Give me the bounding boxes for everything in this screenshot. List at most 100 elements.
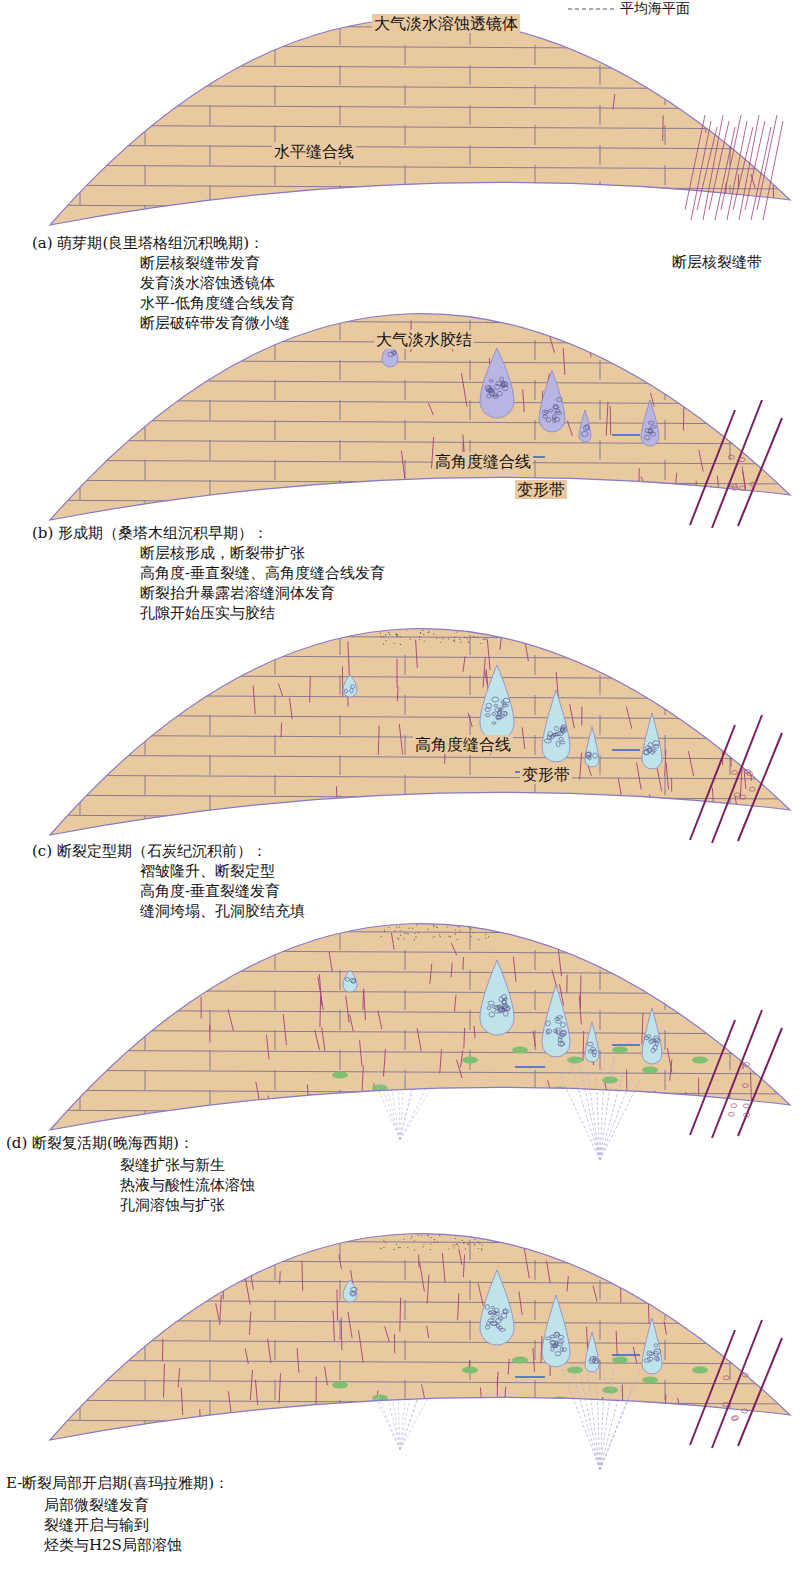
drawing-part — [600, 65, 601, 85]
cave — [480, 665, 514, 740]
hydrothermal-path — [370, 1385, 400, 1450]
drawing-part — [600, 520, 601, 540]
drawing-part — [340, 400, 341, 420]
drawing-part — [665, 655, 666, 675]
fault-core-fracture — [745, 121, 765, 210]
sand — [422, 627, 423, 628]
drawing-part — [0, 1420, 800, 1424]
fault-core-fracture — [691, 121, 711, 220]
sand — [429, 631, 430, 632]
sand — [404, 933, 405, 934]
fracture — [724, 985, 725, 1006]
clast — [588, 755, 591, 760]
drawing-part — [405, 1340, 406, 1360]
drawing-part — [535, 990, 536, 1010]
sand — [452, 1245, 453, 1246]
clast — [654, 1344, 657, 1348]
drawing-part — [730, 65, 731, 85]
drawing-part — [80, 1360, 81, 1380]
drawing-part — [665, 460, 666, 480]
fracture — [360, 1040, 362, 1066]
fracture — [657, 768, 662, 791]
clast — [550, 1335, 556, 1338]
drawing-part — [730, 320, 731, 340]
sand — [389, 628, 390, 629]
clast — [499, 1328, 506, 1331]
stage-note: 裂缝扩张与新生 — [120, 1156, 225, 1174]
sand — [419, 639, 420, 640]
drawing-part — [795, 340, 796, 360]
lens-outline — [50, 19, 790, 225]
sand — [428, 929, 429, 930]
fracture — [593, 1286, 597, 1302]
fracture — [788, 392, 792, 419]
sand — [464, 923, 465, 924]
drawing-part — [0, 921, 800, 1150]
drawing-part — [80, 1400, 81, 1420]
clast — [593, 753, 598, 758]
clast — [496, 1324, 499, 1328]
drawing-part — [535, 45, 536, 65]
drawing-part — [535, 85, 536, 105]
fracture — [606, 402, 608, 436]
sand — [467, 1243, 468, 1244]
fracture — [768, 947, 770, 977]
drawing-part — [600, 1240, 601, 1260]
drawing-part — [730, 225, 731, 245]
breccia — [731, 1104, 737, 1108]
sand — [481, 627, 482, 628]
sand — [415, 936, 416, 937]
clast — [656, 1357, 659, 1361]
cave — [480, 960, 514, 1035]
drawing-part — [80, 65, 81, 85]
fracture — [301, 1261, 303, 1291]
drawing-part — [535, 655, 536, 675]
sand — [485, 638, 486, 639]
fault-core-fracture — [763, 121, 783, 220]
fracture — [427, 1326, 429, 1338]
drawing-part — [405, 205, 406, 225]
drawing-part — [0, 1070, 800, 1074]
lens-fill — [50, 629, 790, 835]
drawing-part — [210, 480, 211, 500]
drawing-part — [470, 145, 471, 165]
sand — [396, 636, 397, 637]
fracture — [336, 786, 337, 802]
drawing-part — [145, 1420, 146, 1440]
drawing-part — [145, 1030, 146, 1050]
fracture — [710, 704, 715, 724]
hydrothermal-path — [400, 1087, 412, 1140]
drawing-part — [730, 675, 731, 695]
fracture — [474, 1026, 475, 1038]
sand — [396, 635, 397, 636]
sand — [434, 1241, 435, 1242]
lens-fill — [50, 1234, 790, 1440]
clast — [547, 735, 551, 740]
fracture — [478, 1283, 483, 1305]
mineral-patch — [612, 1357, 628, 1364]
fracture — [773, 179, 774, 199]
drawing-part — [730, 715, 731, 735]
fracture — [457, 485, 460, 509]
clast — [498, 1008, 504, 1013]
fracture — [581, 707, 582, 726]
fault-line — [738, 1338, 782, 1446]
cave — [343, 1280, 357, 1302]
fracture — [480, 1387, 483, 1419]
clast — [581, 431, 588, 436]
clast — [553, 418, 556, 423]
mineral-patch — [602, 1077, 618, 1084]
sand — [467, 1242, 468, 1243]
breccia — [723, 1376, 729, 1380]
fracture — [781, 1353, 785, 1378]
sand — [454, 1244, 455, 1245]
fracture — [211, 1241, 213, 1259]
stage-note: 高角度-垂直裂缝、高角度缝合线发育 — [140, 564, 385, 582]
drawing-part — [0, 520, 800, 524]
fracture — [733, 666, 734, 689]
drawing-part — [665, 1110, 666, 1130]
drawing-part — [470, 520, 471, 540]
stage-note: 断层核裂缝带发育 — [140, 254, 260, 272]
drawing-part — [730, 835, 731, 855]
drawing-part — [665, 45, 666, 65]
